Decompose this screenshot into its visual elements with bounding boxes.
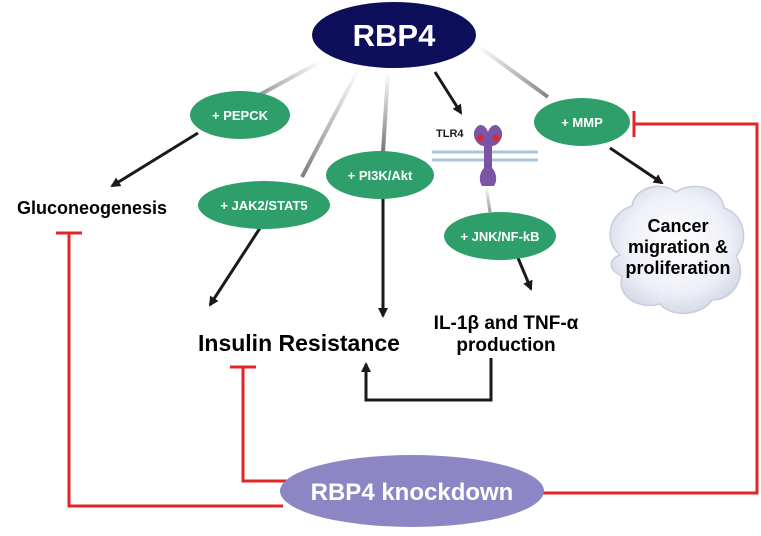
jnk-nfkb-label: + JNK/NF-kB bbox=[460, 229, 539, 244]
jak2-stat5-label: + JAK2/STAT5 bbox=[220, 198, 307, 213]
rbp4-label: RBP4 bbox=[353, 18, 436, 53]
insulin-resistance-label: Insulin Resistance bbox=[198, 330, 400, 356]
jnk-nfkb-node: + JNK/NF-kB bbox=[444, 212, 556, 260]
rbp4-to-mmp-connector bbox=[476, 44, 550, 99]
tlr4-receptor-icon bbox=[473, 125, 503, 186]
il-to-insulin-feedback-arrow bbox=[361, 358, 493, 402]
pepck-node: + PEPCK bbox=[190, 91, 290, 139]
cancer-label-line2: migration & bbox=[628, 237, 728, 257]
mmp-label: + MMP bbox=[561, 115, 603, 130]
tlr4-label: TLR4 bbox=[436, 128, 464, 140]
pepck-to-gluconeogenesis-arrow bbox=[110, 131, 199, 188]
jak2-to-insulin-arrow bbox=[208, 224, 264, 307]
cancer-label-line1: Cancer bbox=[647, 216, 708, 236]
cancer-label-line3: proliferation bbox=[625, 258, 730, 278]
cancer-cell-icon bbox=[609, 185, 745, 315]
rbp4-knockdown-node: RBP4 knockdown bbox=[280, 455, 544, 527]
mmp-node: + MMP bbox=[534, 98, 630, 146]
pepck-label: + PEPCK bbox=[212, 108, 269, 123]
rbp4-knockdown-label: RBP4 knockdown bbox=[311, 479, 514, 506]
knockdown-inhibits-insulin-resistance bbox=[241, 367, 298, 483]
rbp4-to-jak2-connector bbox=[300, 69, 360, 178]
knockdown-inhibits-gluconeogenesis bbox=[67, 233, 283, 508]
knockdown-inhibits-mmp bbox=[542, 122, 759, 495]
mmp-to-cancer-arrow bbox=[609, 146, 664, 185]
jnk-to-il-arrow bbox=[516, 257, 533, 291]
rbp4-to-tlr4-arrow bbox=[433, 71, 463, 115]
tlr4-to-jnk-connector bbox=[484, 185, 492, 213]
rbp4-to-pi3k-connector bbox=[381, 71, 390, 153]
rbp4-node: RBP4 bbox=[312, 2, 476, 68]
jak2-stat5-node: + JAK2/STAT5 bbox=[198, 181, 330, 229]
pi3k-akt-label: + PI3K/Akt bbox=[348, 168, 413, 183]
il-tnf-label-line1: IL-1β and TNF-α bbox=[434, 313, 579, 334]
gluconeogenesis-label: Gluconeogenesis bbox=[17, 198, 167, 218]
il-tnf-label-line2: production bbox=[456, 335, 555, 356]
pi3k-akt-node: + PI3K/Akt bbox=[326, 151, 434, 199]
